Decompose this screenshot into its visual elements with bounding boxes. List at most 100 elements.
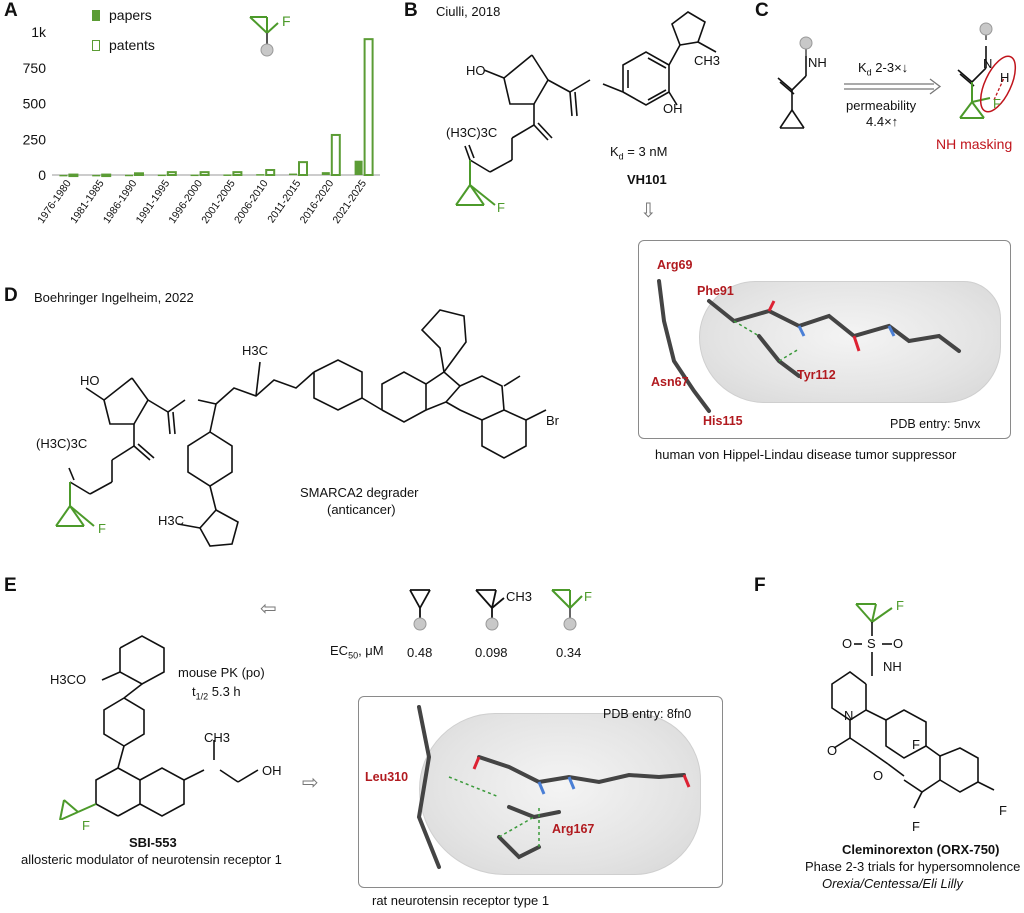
panel-d-author: Boehringer Ingelheim, 2022 <box>34 290 194 305</box>
ec50-cyclopropyl: 0.48 <box>407 645 433 660</box>
panel-label-f: F <box>754 575 766 596</box>
bar-patents <box>232 171 243 176</box>
vh101-methyl: CH3 <box>694 53 721 68</box>
legend-label-papers: papers <box>109 7 152 23</box>
pk-label: mouse PK (po) <box>178 665 265 680</box>
bar-papers <box>157 174 166 177</box>
f-label-right: F <box>993 96 1001 111</box>
vh101-ho: HO <box>466 63 486 78</box>
panel-label-b: B <box>404 0 418 21</box>
cleminorexton-structure <box>831 603 995 809</box>
bar-patents <box>363 38 374 177</box>
kd-change: Kd 2-3×↓ <box>858 60 909 78</box>
left-arrow-icon: ⇦ <box>260 598 277 620</box>
down-arrow-icon: ⇩ <box>640 200 657 222</box>
f-drug-n: N <box>844 708 854 723</box>
degrader-methyl-thiazole: H3C <box>158 513 185 528</box>
permeability-value: 4.4×↑ <box>866 114 899 129</box>
h-label-right: H <box>1000 70 1010 85</box>
bar-patents <box>330 133 341 177</box>
vhl-caption: human von Hippel-Lindau disease tumor su… <box>655 447 957 462</box>
f-drug-o-ether: O <box>873 768 884 783</box>
ntsr1-binding-image <box>358 696 723 888</box>
bar-papers <box>59 174 68 177</box>
y-tick-label: 500 <box>23 96 47 112</box>
ec50-methylcyclopropyl: 0.098 <box>475 645 508 660</box>
degrader-fluorine: F <box>98 521 106 536</box>
bar-papers <box>125 174 133 177</box>
protein-surface <box>699 281 1001 403</box>
bar-papers <box>321 172 330 175</box>
residue-asn67: Asn67 <box>651 375 689 389</box>
bar-patents <box>101 173 112 178</box>
panel-b-author: Ciulli, 2018 <box>436 4 501 19</box>
panel-a-fluorine: F <box>282 13 291 29</box>
legend-swatch-patents <box>92 40 100 51</box>
sbi553-methyl: CH3 <box>204 730 231 745</box>
pdb-label-5nvx: PDB entry: 5nvx <box>890 417 981 431</box>
sbi553-description: allosteric modulator of neurotensin rece… <box>21 852 282 867</box>
vh101-name: VH101 <box>627 172 667 187</box>
nh-masking-label: NH masking <box>936 136 1013 152</box>
half-life: t1/2 5.3 h <box>192 684 241 702</box>
degrader-ho: HO <box>80 373 100 388</box>
residue-his115: His115 <box>703 414 743 428</box>
drug-companies: Orexia/Centessa/Eli Lilly <box>822 876 963 891</box>
panel-label-a: A <box>4 0 18 21</box>
bar-patents <box>134 172 144 176</box>
bar-patents <box>298 161 308 177</box>
bar-papers <box>223 174 232 176</box>
x-tick-label: 2021-2025 <box>330 178 369 226</box>
sbi553-oh: OH <box>262 763 282 778</box>
sbi553-fluorine: F <box>82 818 90 833</box>
drug-name: Cleminorexton (ORX-750) <box>842 842 1000 857</box>
degrader-sublabel: (anticancer) <box>327 502 396 517</box>
panel-label-c: C <box>755 0 769 21</box>
nh-masking-scheme <box>777 22 1017 129</box>
legend-swatch-papers <box>92 10 100 21</box>
legend-label-patents: patents <box>109 37 155 53</box>
drug-phase: Phase 2-3 trials for hypersomnolence <box>805 859 1021 874</box>
sulfonyl-o-right: O <box>893 636 904 651</box>
bar-patents <box>68 173 79 178</box>
residue-leu310: Leu310 <box>365 770 409 784</box>
sulfonyl-o-left: O <box>842 636 853 651</box>
vh101-tbu: (H3C)3C <box>446 125 498 140</box>
vh101-fluorine: F <box>497 200 505 215</box>
f-drug-o-carbonyl: O <box>827 743 838 758</box>
fluorocyclopropyl-icon <box>249 16 279 57</box>
ec50-label: EC50, μM <box>330 643 384 661</box>
residue-arg69: Arg69 <box>657 258 693 272</box>
vh101-kd: Kd = 3 nM <box>610 144 668 162</box>
vhl-binding-image <box>638 240 1011 439</box>
nh-label-left: NH <box>808 55 827 70</box>
substituent-icons <box>409 589 583 631</box>
f-drug-nh: NH <box>883 659 902 674</box>
y-tick-label: 1k <box>31 24 47 40</box>
ligand-sticks <box>657 279 961 413</box>
ligand-sticks-e <box>416 705 691 869</box>
f-drug-f-bottom: F <box>912 819 920 834</box>
f-drug-f-right: F <box>999 803 1007 818</box>
f-drug-fluorine: F <box>896 598 904 613</box>
smarca2-degrader-structure <box>55 309 547 547</box>
degrader-bromine: Br <box>546 413 559 428</box>
bar-papers <box>354 160 363 175</box>
degrader-tbu: (H3C)3C <box>36 436 88 451</box>
degrader-label: SMARCA2 degrader <box>300 485 419 500</box>
bar-papers <box>92 174 101 177</box>
bar-papers <box>289 173 297 176</box>
residue-tyr112: Tyr112 <box>797 368 836 382</box>
bar-patents <box>166 171 177 176</box>
f-drug-f-top: F <box>912 737 920 752</box>
bar-patents <box>199 171 210 176</box>
panel-label-d: D <box>4 285 18 306</box>
bar-patents <box>265 168 276 176</box>
bar-papers <box>256 174 265 176</box>
sbi553-methoxy: H3CO <box>50 672 87 687</box>
bar-papers <box>190 174 199 177</box>
y-tick-label: 250 <box>23 131 47 147</box>
bar-chart: 02505007501k1976-19801981-19851986-19901… <box>23 24 380 226</box>
y-tick-label: 750 <box>23 60 47 76</box>
ec50-fluorocyclopropyl: 0.34 <box>556 645 582 660</box>
